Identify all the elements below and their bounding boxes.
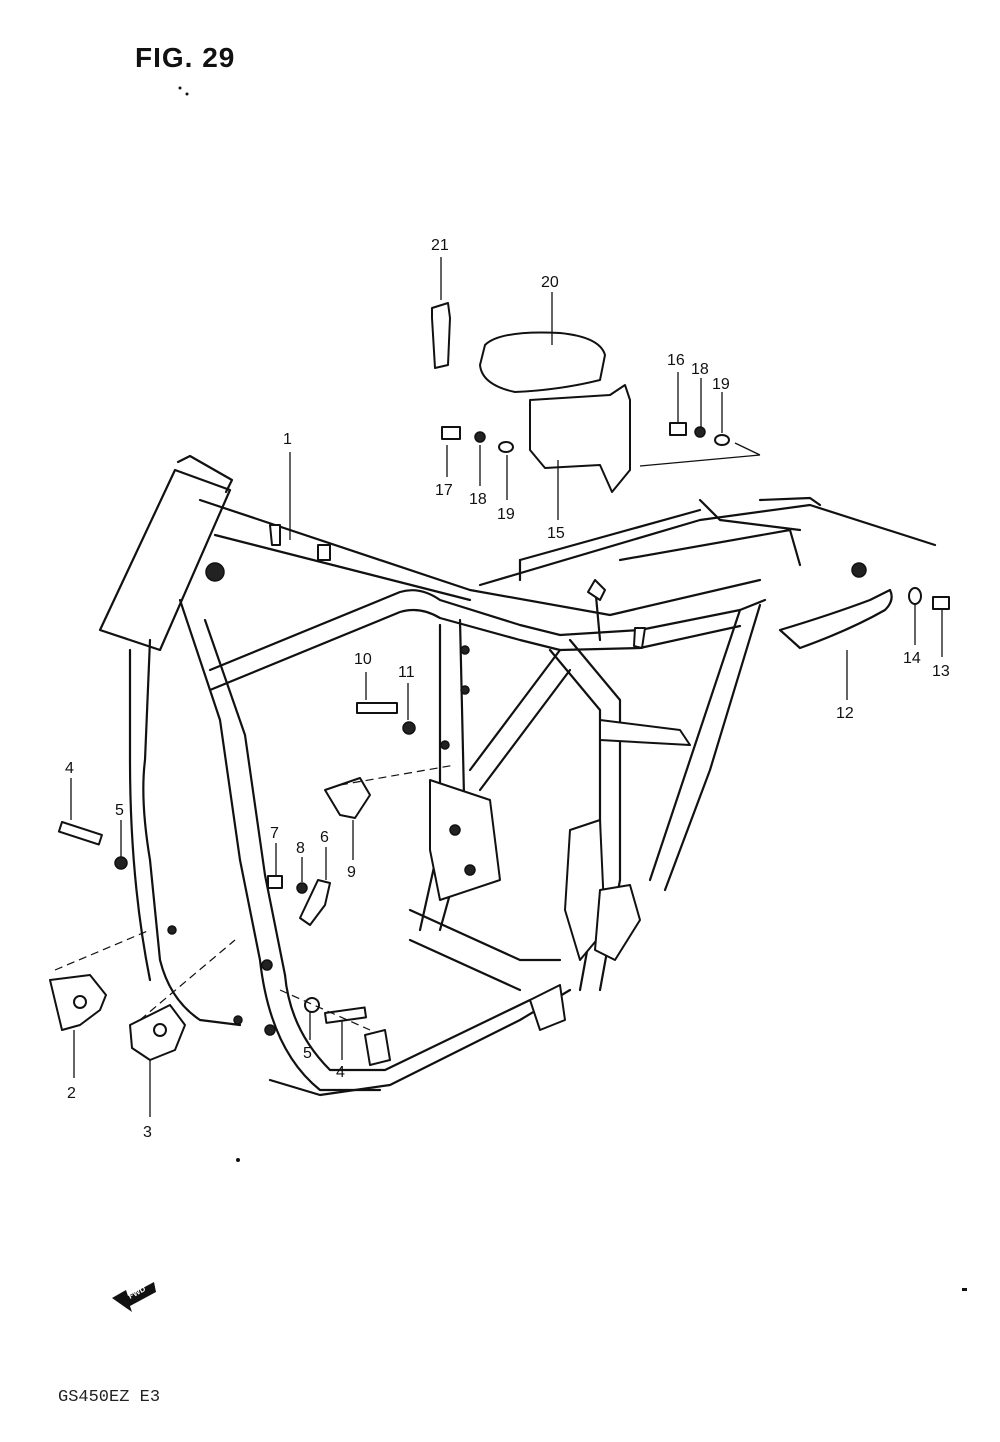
model-code: GS450EZ E3: [58, 1388, 161, 1407]
part-5-washer-lower: [304, 997, 320, 1013]
callout-17: 17: [435, 482, 453, 499]
callout-11: 11: [398, 664, 415, 681]
callout-5-lower: 5: [303, 1045, 312, 1062]
part-14-washer: [908, 587, 922, 605]
callout-19-left: 19: [497, 506, 515, 523]
part-6-bracket: [299, 879, 331, 926]
part-19-washer-right: [714, 434, 730, 446]
part-16-bolt: [669, 422, 687, 436]
part-4-bolt-lower: [324, 1006, 368, 1024]
callout-20: 20: [541, 274, 559, 291]
part-18-washer: [474, 431, 486, 443]
callout-3: 3: [143, 1124, 152, 1141]
callout-15: 15: [547, 525, 565, 542]
figure-title: FIG. 29: [135, 42, 236, 73]
callout-6: 6: [320, 829, 329, 846]
callout-19-right: 19: [712, 376, 730, 393]
callout-4-left: 4: [65, 760, 74, 777]
callout-1: 1: [283, 431, 292, 448]
callout-12: 12: [836, 705, 854, 722]
callout-16: 16: [667, 352, 685, 369]
callout-21: 21: [431, 237, 449, 254]
callout-8: 8: [296, 840, 305, 857]
callout-4-lower: 4: [336, 1064, 345, 1081]
callout-7: 7: [270, 825, 279, 842]
part-20-cover: [479, 331, 606, 393]
part-12-rod: [778, 588, 893, 650]
part-8-nut: [296, 882, 308, 894]
part-13-bolt: [932, 596, 950, 610]
part-18-washer-right: [694, 426, 706, 438]
callout-18-right: 18: [691, 361, 709, 378]
part-15-bracket: [529, 384, 631, 493]
callout-5-left: 5: [115, 802, 124, 819]
callout-18-left: 18: [469, 491, 487, 508]
callout-14: 14: [903, 650, 921, 667]
callout-2: 2: [67, 1085, 76, 1102]
part-7-bolt: [267, 875, 283, 889]
part-21-clamp: [431, 302, 451, 369]
part-19-washer: [498, 441, 514, 453]
part-10-bolt: [356, 702, 398, 714]
part-9-bracket: [324, 777, 371, 819]
part-4-bolt: [57, 821, 103, 846]
callout-9: 9: [347, 864, 356, 881]
callout-13: 13: [932, 663, 950, 680]
frame-body: [98, 454, 937, 1097]
part-5-washer: [114, 856, 128, 870]
fwd-arrow-icon: FWD: [112, 1282, 156, 1312]
part-17-bolt: [441, 426, 461, 440]
callout-10: 10: [354, 651, 372, 668]
part-11-nut: [402, 721, 416, 735]
